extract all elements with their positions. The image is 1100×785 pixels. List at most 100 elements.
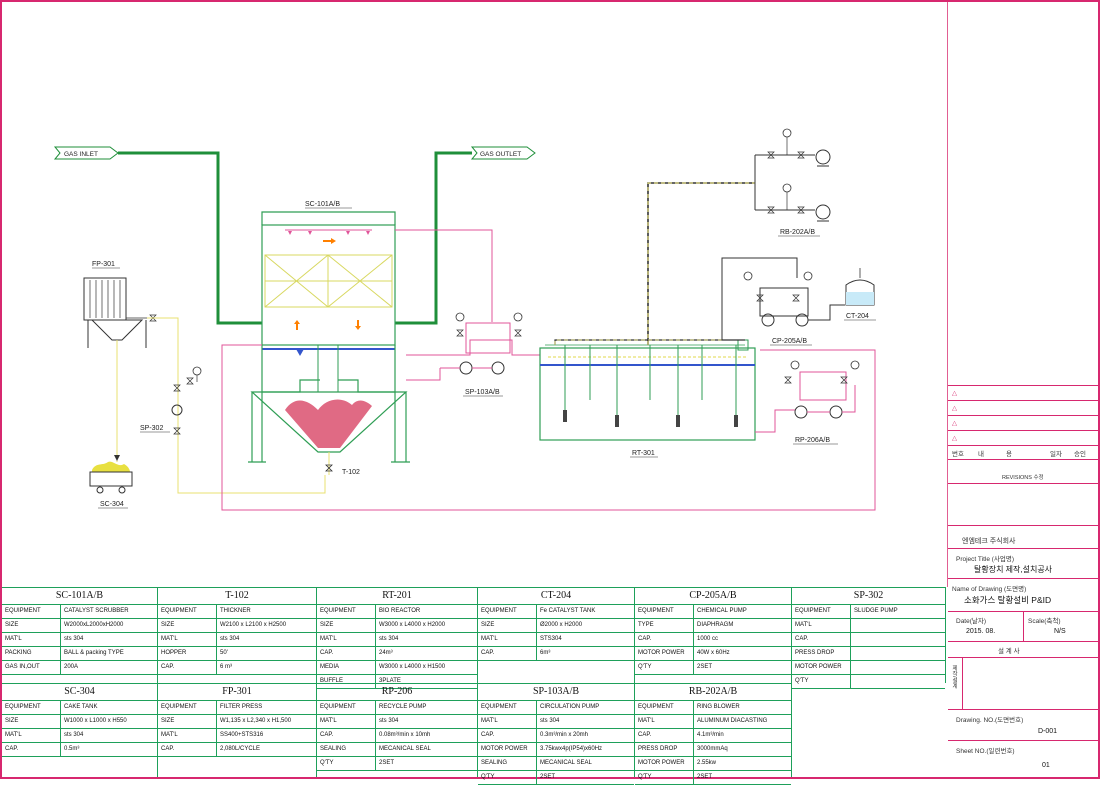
sp302-label: SP-302 bbox=[140, 425, 163, 432]
equipment-card-row: GAS IN,OUT 200A bbox=[2, 661, 157, 675]
equipment-spec-key: MAT'L bbox=[795, 622, 812, 628]
gas-inlet-tag: GAS INLET bbox=[53, 146, 119, 160]
rt301-label: RT-301 bbox=[632, 450, 655, 457]
equipment-spec-key: GAS IN,OUT bbox=[5, 664, 40, 670]
equipment-spec-value: Ø2000 x H2000 bbox=[540, 622, 583, 628]
equipment-spec-key: EQUIPMENT bbox=[481, 704, 517, 710]
chemical-pumps-cp205: CP-205A/B bbox=[721, 257, 845, 346]
equipment-spec-key: CAP. bbox=[638, 636, 652, 642]
equipment-spec-key: SEALING bbox=[481, 760, 508, 766]
scrubber-sc101: SC-101A/B bbox=[261, 201, 396, 392]
equipment-spec-key: Q'TY bbox=[795, 678, 809, 684]
equipment-spec-value: THICKNER bbox=[220, 608, 251, 614]
equipment-spec-key: MOTOR POWER bbox=[638, 650, 685, 656]
filter-press-fp301: FP-301 bbox=[83, 261, 157, 348]
equipment-spec-key: CAP. bbox=[320, 732, 334, 738]
equipment-spec-value: STS304 bbox=[540, 636, 562, 642]
equipment-spec-key: CAP. bbox=[795, 636, 809, 642]
date-label: Date(날자) bbox=[956, 618, 987, 625]
equipment-spec-key: SIZE bbox=[5, 718, 19, 724]
equipment-card-title: RP-206 bbox=[317, 684, 477, 701]
equipment-card-row: Q'TY bbox=[792, 675, 945, 689]
equipment-spec-key: MAT'L bbox=[5, 732, 22, 738]
rev-header-approval: 승인 bbox=[1074, 451, 1086, 458]
equipment-spec-value: sts 304 bbox=[540, 718, 560, 724]
equipment-card-title: SC-101A/B bbox=[2, 588, 157, 605]
equipment-spec-key: PRESS DROP bbox=[638, 746, 678, 752]
equipment-spec-key: TYPE bbox=[638, 622, 654, 628]
equipment-spec-key: SIZE bbox=[481, 622, 495, 628]
equipment-spec-key: MAT'L bbox=[5, 636, 22, 642]
equipment-card-title: SP-103A/B bbox=[478, 684, 634, 701]
equipment-card-row: MAT'L bbox=[792, 619, 945, 633]
equipment-card-row: CAP.6 m³ bbox=[158, 661, 316, 675]
equipment-spec-value: MECANICAL SEAL bbox=[540, 760, 592, 766]
fp301-label: FP-301 bbox=[92, 261, 115, 268]
pid-diagram: GAS INLET GAS OUTLET SC-101A/B bbox=[53, 0, 948, 587]
equipment-card-title: CT-204 bbox=[478, 588, 634, 605]
equipment-spec-key: CAP. bbox=[481, 732, 495, 738]
equipment-spec-value: W3000 x L4000 x H1500 bbox=[379, 664, 446, 670]
gas-inlet-label: GAS INLET bbox=[64, 151, 98, 158]
equipment-spec-key: MAT'L bbox=[161, 636, 178, 642]
circulation-pumps-sp103: SP-103A/B bbox=[406, 312, 540, 397]
equipment-spec-value: sts 304 bbox=[379, 636, 399, 642]
equipment-spec-value: W2000xL2000xH2000 bbox=[64, 622, 124, 628]
drawing-name-label: Name of Drawing (도면명) bbox=[952, 586, 1027, 593]
equipment-spec-value: 2SET bbox=[697, 774, 713, 780]
equipment-spec-value: 3PLATE bbox=[379, 678, 401, 684]
equipment-card-row: MOTOR POWER bbox=[792, 661, 945, 675]
rev-mark-4: △ bbox=[952, 435, 957, 442]
equipment-spec-key: SIZE bbox=[5, 622, 19, 628]
equipment-spec-value: 0.08m³/min x 10mh bbox=[379, 732, 431, 738]
scale-value: N/S bbox=[1054, 628, 1066, 635]
equipment-spec-key: MAT'L bbox=[320, 636, 337, 642]
ring-blowers-rb202: RB-202A/B bbox=[754, 128, 831, 237]
equipment-spec-value: 2SET bbox=[697, 664, 713, 670]
cake-tank-sc304: SC-304 bbox=[89, 461, 133, 509]
drawing-no: D-001 bbox=[1038, 728, 1058, 735]
equipment-spec-value: 2,080L/CYCLE bbox=[220, 746, 261, 752]
equipment-card-title: SC-304 bbox=[2, 684, 157, 701]
approval-label: 제작/설계 bbox=[951, 665, 957, 689]
equipment-spec-value: CAKE TANK bbox=[64, 704, 98, 710]
equipment-spec-value: W1,135 x L2,340 x H1,500 bbox=[220, 718, 292, 724]
cp205-label: CP-205A/B bbox=[772, 338, 807, 345]
equipment-spec-key: PRESS DROP bbox=[795, 650, 835, 656]
equipment-spec-key: EQUIPMENT bbox=[638, 608, 674, 614]
equipment-card-row: MAT'L sts 304 bbox=[317, 633, 477, 647]
revisions-label: REVISIONS 수정 bbox=[1002, 475, 1044, 481]
equipment-spec-key: CAP. bbox=[161, 664, 175, 670]
gas-inlet-line bbox=[118, 151, 262, 325]
equipment-spec-key: SIZE bbox=[161, 718, 175, 724]
equipment-spec-key: MAT'L bbox=[161, 732, 178, 738]
equipment-card-row: CAP.4.1m³/min bbox=[635, 729, 791, 743]
sc101-label: SC-101A/B bbox=[305, 201, 340, 208]
rev-mark-2: △ bbox=[952, 405, 957, 412]
rp206-label: RP-206A/B bbox=[795, 437, 830, 444]
equipment-spec-value: 200A bbox=[64, 664, 79, 670]
equipment-card-row: SIZE W1,135 x L2,340 x H1,500 bbox=[158, 715, 316, 729]
